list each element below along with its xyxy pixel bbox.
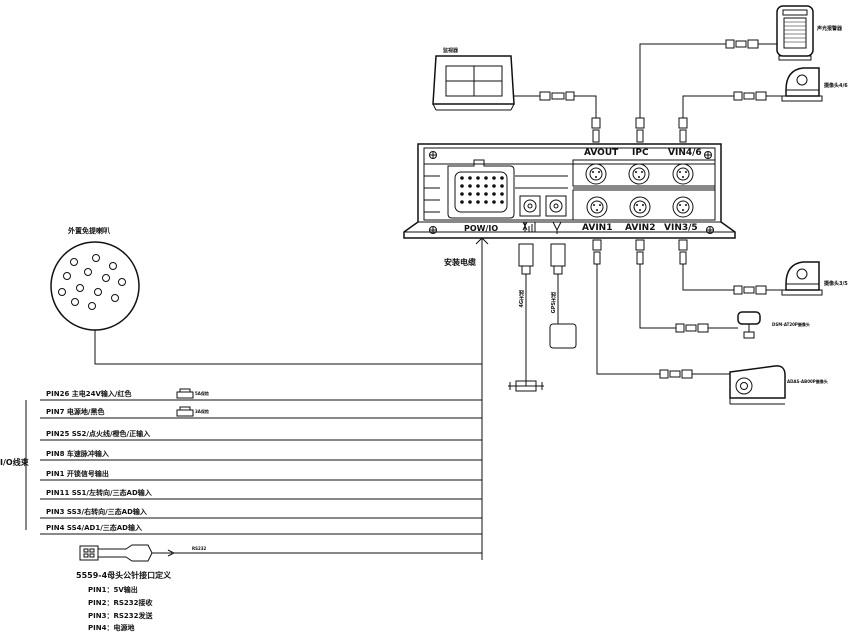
dvr-unit [403,143,736,239]
rs232-connector-device [79,544,176,562]
camera-4-6-label: 摄像头4/6 [824,83,848,89]
fuse-5a-label: 5A保险 [195,391,209,396]
speaker-label: 声光报警器 [817,26,843,32]
camera-3-5-label: 摄像头3/5 [824,281,848,287]
pin-3-label: PIN3 SS3/右转向/三态AD输入 [46,508,147,516]
connector-pin-2: PIN2：RS232接收 [88,599,153,607]
external-speaker-device [50,241,140,331]
pin-26-label: PIN26 主电24V输入/红色 [46,390,132,398]
io-cable-label: I/O线束 [0,458,29,467]
camera-adas-device [729,365,786,405]
install-cable-label: 安装电缆 [444,258,476,267]
connector-title: 5559-4母头公针接口定义 [76,571,172,580]
io-pin-lines [40,399,482,535]
rs232-label: RS232 [192,546,207,551]
port-vin46-label: VIN4/6 [668,148,702,158]
pin-25-label: PIN25 SS2/点火线/橙色/正输入 [46,430,151,438]
monitor-label: 监视器 [443,48,459,54]
port-avout-label: AVOUT [584,148,619,158]
speaker-device [776,5,814,61]
pin-7-label: PIN7 电源地/黑色 [46,408,105,416]
camera-4-6-device [781,67,823,102]
port-avin2-label: AVIN2 [625,223,656,233]
fuse-3a-label: 3A保险 [195,409,209,414]
connector-pin-1: PIN1：5V输出 [88,586,138,594]
connector-pin-4: PIN4：电源地 [88,624,135,632]
port-vin35-label: VIN3/5 [664,223,698,233]
antenna-4g-label: 4G天线 [519,290,525,308]
antenna-gps-label: GPS天线 [551,292,557,314]
camera-dsm-device [737,311,761,339]
pin-1-label: PIN1 开锁信号输出 [46,470,109,478]
camera-dsm-label: DSM-AT20P摄像头 [772,322,810,327]
pin-8-label: PIN8 车速脉冲输入 [46,450,109,458]
port-ipc-label: IPC [632,148,649,158]
power-io-label: POW/IO [464,224,499,233]
port-avin1-label: AVIN1 [582,223,613,233]
connector-pin-3: PIN3：RS232发送 [88,612,153,620]
monitor-device [432,55,515,111]
camera-3-5-device [781,261,823,296]
pin-11-label: PIN11 SS1/左转向/三态AD输入 [46,489,152,497]
external-speaker-label: 外置免提喇叭 [68,227,110,235]
camera-adas-label: ADAS-AB00P摄像头 [787,379,828,384]
pin-4-label: PIN4 SS4/AD1/三态AD输入 [46,524,142,532]
